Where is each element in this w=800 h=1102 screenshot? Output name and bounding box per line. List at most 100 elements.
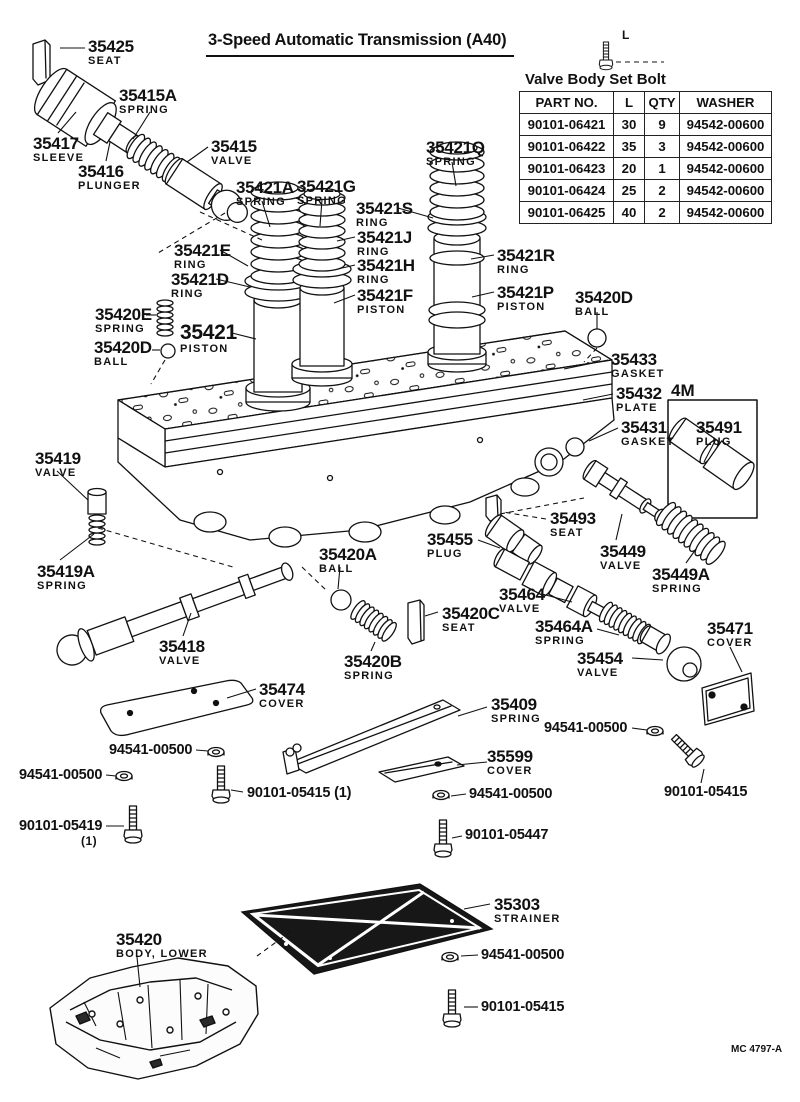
part-number: 35420C [442, 604, 500, 623]
part-number: 35415A [119, 86, 177, 105]
part-desc: PLUG [696, 436, 732, 448]
part-number: 35420E [95, 305, 152, 324]
part-desc: COVER [487, 765, 533, 777]
bolt-length: 30 [613, 113, 645, 136]
part-desc: BALL [319, 563, 354, 575]
part-desc: COVER [259, 698, 305, 710]
part-number: 90101-05415 (1) [247, 785, 352, 801]
bolt-table-title: Valve Body Set Bolt [525, 71, 666, 88]
part-desc: RING [171, 288, 204, 300]
part-desc: BALL [575, 306, 610, 318]
col-header: L [613, 91, 645, 114]
part-number: 35416 [78, 162, 124, 181]
washer-part-no: 94542-00600 [679, 179, 772, 202]
part-label: 94541-00500 [481, 948, 564, 963]
part-desc: SEAT [442, 622, 476, 634]
part-number: 35421E [174, 241, 231, 260]
part-number: 35418 [159, 637, 205, 656]
part-label: 94541-00500 [544, 721, 627, 736]
part-label: 90101-05415 [664, 785, 747, 800]
part-number: 35433 [611, 350, 657, 369]
part-desc: SLEEVE [33, 152, 85, 164]
strainer-art [240, 883, 494, 975]
part-desc: SEAT [550, 527, 584, 539]
part-number: 90101-05415 [664, 784, 748, 800]
part-number: 35421A [236, 178, 294, 197]
part-desc: SPRING [119, 104, 169, 116]
part-number: 35449A [652, 565, 710, 584]
part-desc: PISTON [357, 304, 406, 316]
part-number: 35409 [491, 695, 537, 714]
col-header: WASHER [679, 91, 772, 114]
part-desc: VALVE [600, 560, 642, 572]
part-desc: SPRING [344, 670, 394, 682]
part-number: 94541-00500 [19, 767, 103, 783]
bolt-qty: 9 [644, 113, 680, 136]
part-desc: RING [356, 217, 389, 229]
part-label: 90101-05447 [465, 828, 548, 843]
bolt-length: 20 [613, 157, 645, 180]
part-desc: PISTON [497, 301, 546, 313]
part-desc: PLUG [427, 548, 463, 560]
part-label: 90101-05415 (1) [247, 786, 351, 801]
part-number: 35421J [357, 228, 412, 247]
bolt-qty: 2 [644, 179, 680, 202]
part-label: 94541-00500 [109, 743, 192, 758]
bolt-qty: 2 [644, 201, 680, 224]
page-title: 3-Speed Automatic Transmission (A40) [206, 31, 515, 57]
part-number: 35421P [497, 283, 554, 302]
part-desc: SPRING [535, 635, 585, 647]
part-desc: VALVE [499, 603, 541, 615]
part-number: 35421R [497, 246, 555, 265]
part-number: 35420B [344, 652, 402, 671]
part-desc: SPRING [426, 156, 476, 168]
part-number: 35420D [94, 338, 152, 357]
part-number: 35421H [357, 256, 415, 275]
part-desc: PLATE [616, 402, 658, 414]
lower-body-art [49, 957, 259, 1080]
part-desc: GASKET [611, 368, 665, 380]
washer-part-no: 94542-00600 [679, 113, 772, 136]
part-number: 35432 [616, 384, 662, 403]
part-number: 35420 [116, 930, 162, 949]
part-desc: VALVE [159, 655, 201, 667]
part-number: 35421G [297, 177, 356, 196]
part-number: 35449 [600, 542, 646, 561]
part-desc: SPRING [95, 323, 145, 335]
part-number: 35417 [33, 134, 79, 153]
part-number: 90101-05419 [19, 818, 103, 834]
leader-lines [56, 47, 743, 1008]
part-number: 35425 [88, 37, 134, 56]
part-number: 35420A [319, 545, 377, 564]
